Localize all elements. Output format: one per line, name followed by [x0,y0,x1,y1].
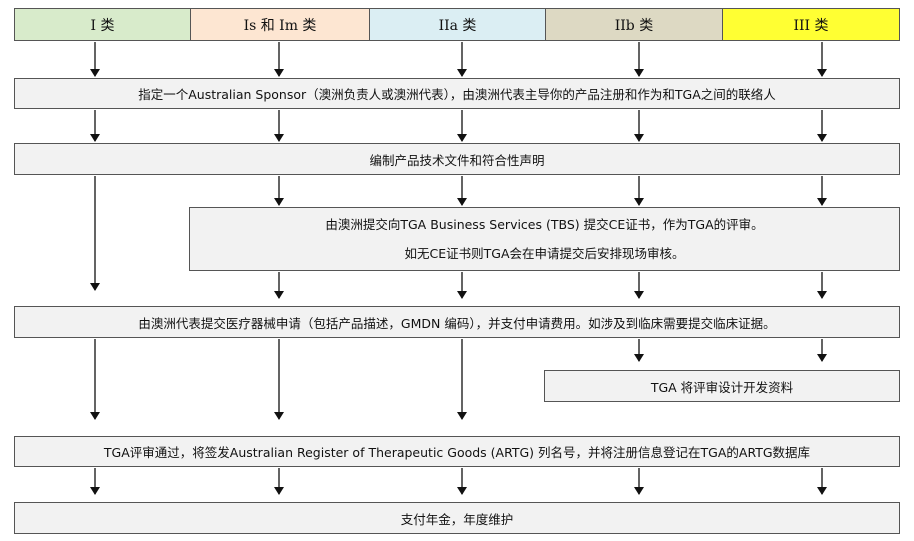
annual-maintenance-step: 支付年金，年度维护 [14,502,900,534]
class-i-header: I 类 [14,8,191,41]
artg-listing-step: TGA评审通过，将签发Australian Register of Therap… [14,436,900,467]
class-iia-header: IIa 类 [369,8,546,41]
class-iib-header: IIb 类 [545,8,723,41]
technical-file-step: 编制产品技术文件和符合性声明 [14,143,900,175]
class-iii-header: III 类 [722,8,900,41]
ce-certificate-step: 由澳洲提交向TGA Business Services (TBS) 提交CE证书… [189,207,900,271]
class-is-im-header: Is 和 Im 类 [190,8,370,41]
appoint-sponsor-step: 指定一个Australian Sponsor（澳洲负责人或澳洲代表），由澳洲代表… [14,78,900,109]
ce-certificate-line-1: 由澳洲提交向TGA Business Services (TBS) 提交CE证书… [325,217,764,232]
design-review-step: TGA 将评审设计开发资料 [544,370,900,402]
device-application-step: 由澳洲代表提交医疗器械申请（包括产品描述，GMDN 编码），并支付申请费用。如涉… [14,306,900,338]
ce-certificate-line-2: 如无CE证书则TGA会在申请提交后安排现场审核。 [404,246,685,261]
